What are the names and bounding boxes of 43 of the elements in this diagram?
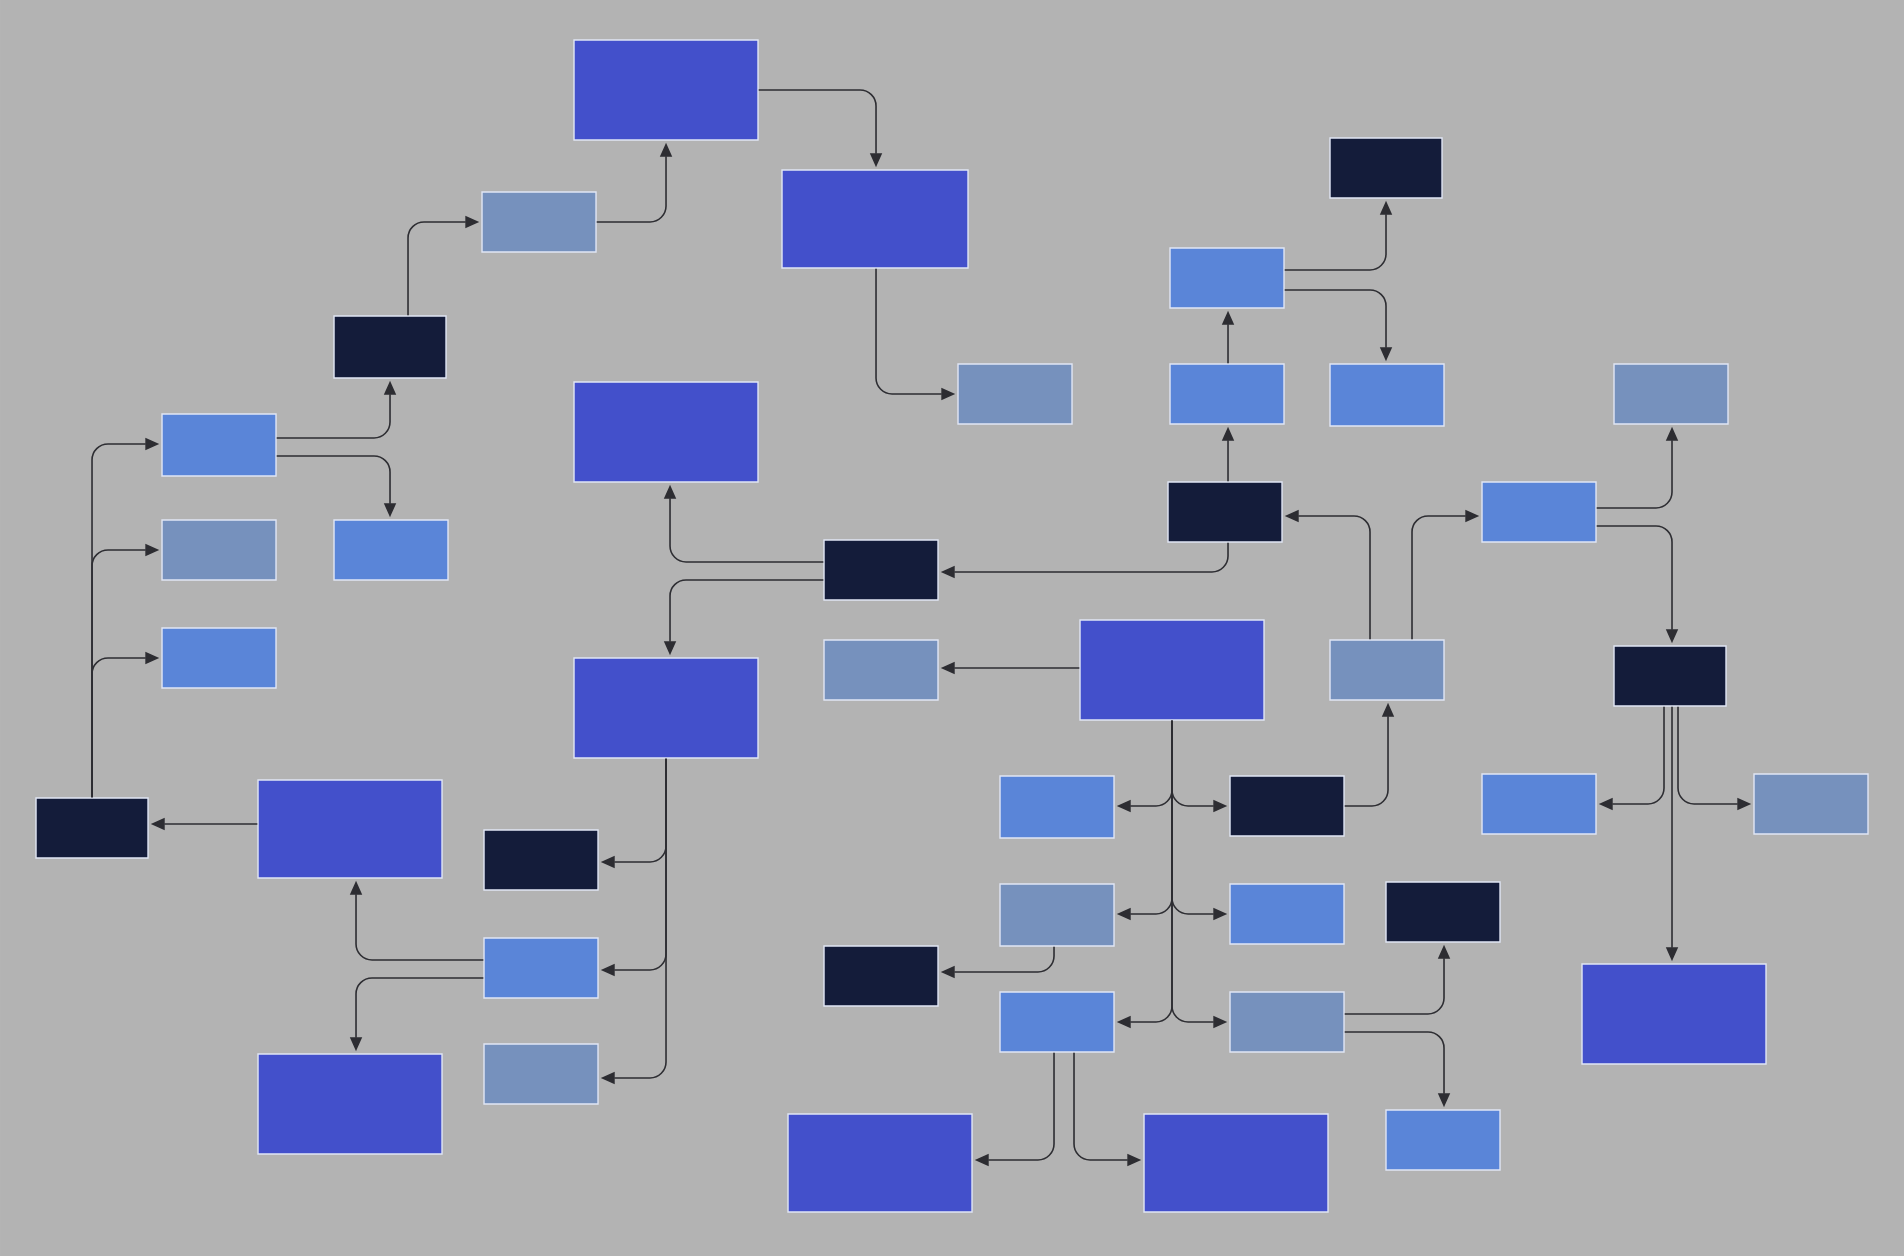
box — [999, 775, 1115, 839]
box — [1329, 639, 1445, 701]
box — [823, 639, 939, 701]
box — [1167, 481, 1283, 543]
box — [1229, 883, 1345, 945]
box — [257, 779, 443, 879]
box — [999, 883, 1115, 947]
box — [1169, 247, 1285, 309]
box — [1329, 137, 1443, 199]
box — [573, 39, 759, 141]
box — [573, 381, 759, 483]
box — [1613, 363, 1729, 425]
box — [1753, 773, 1869, 835]
box — [483, 829, 599, 891]
box — [1613, 645, 1727, 707]
box — [957, 363, 1073, 425]
box — [35, 797, 149, 859]
box — [1385, 1109, 1501, 1171]
box — [1079, 619, 1265, 721]
box — [1229, 775, 1345, 837]
box — [161, 519, 277, 581]
box — [161, 413, 277, 477]
box — [781, 169, 969, 269]
box — [1581, 963, 1767, 1065]
box — [483, 1043, 599, 1105]
box — [823, 539, 939, 601]
box — [1481, 773, 1597, 835]
box — [1329, 363, 1445, 427]
box — [257, 1053, 443, 1155]
box — [333, 519, 449, 581]
box — [787, 1113, 973, 1213]
box — [573, 657, 759, 759]
box — [1169, 363, 1285, 425]
box — [1229, 991, 1345, 1053]
box — [161, 627, 277, 689]
box — [1143, 1113, 1329, 1213]
box — [823, 945, 939, 1007]
box — [1481, 481, 1597, 543]
box — [483, 937, 599, 999]
box — [333, 315, 447, 379]
box — [481, 191, 597, 253]
box — [1385, 881, 1501, 943]
box — [999, 991, 1115, 1053]
